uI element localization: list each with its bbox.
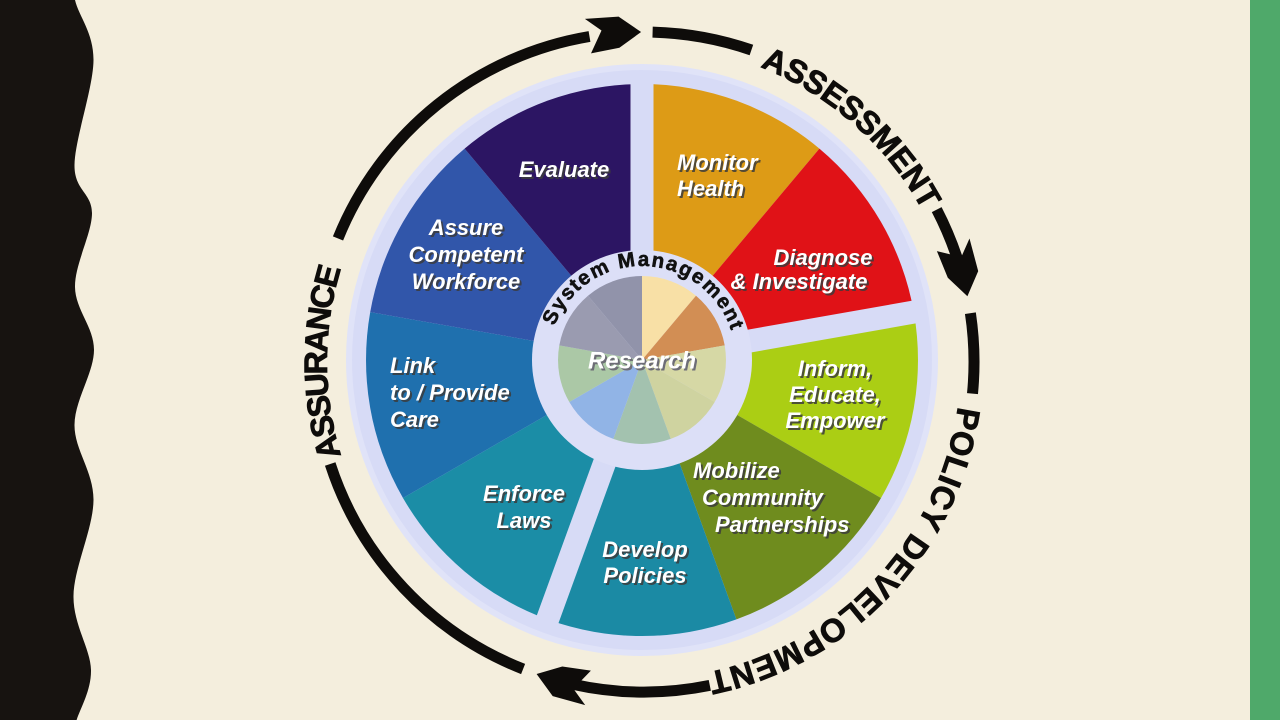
- svg-text:Enforce: Enforce: [483, 481, 565, 506]
- svg-text:Monitor: Monitor: [679, 152, 761, 177]
- svg-text:R: R: [298, 351, 334, 375]
- svg-text:Monitor: Monitor: [677, 150, 759, 175]
- svg-text:Research: Research: [590, 350, 698, 377]
- svg-text:Competent: Competent: [409, 242, 526, 267]
- svg-text:U: U: [298, 372, 336, 398]
- svg-text:to / Provide: to / Provide: [390, 380, 510, 405]
- svg-text:Health: Health: [679, 178, 746, 203]
- svg-text:Care: Care: [392, 409, 441, 434]
- svg-text:Laws: Laws: [498, 510, 553, 535]
- svg-text:Diagnose: Diagnose: [773, 245, 872, 270]
- svg-text:Workforce: Workforce: [414, 271, 522, 296]
- svg-text:Care: Care: [390, 407, 439, 432]
- svg-text:to / Provide: to / Provide: [392, 382, 512, 407]
- svg-text:N: N: [300, 305, 339, 333]
- svg-text:Community: Community: [702, 485, 825, 510]
- svg-text:Inform,: Inform,: [800, 358, 875, 383]
- svg-text:Assure: Assure: [428, 215, 504, 240]
- svg-text:Diagnose: Diagnose: [775, 247, 874, 272]
- svg-text:Link: Link: [392, 355, 439, 380]
- svg-text:Workforce: Workforce: [412, 269, 520, 294]
- svg-text:Empower: Empower: [785, 408, 885, 433]
- svg-text:Mobilize: Mobilize: [693, 458, 780, 483]
- svg-text:Link: Link: [390, 353, 437, 378]
- svg-text:Develop: Develop: [604, 539, 690, 564]
- svg-text:M: M: [616, 248, 636, 273]
- svg-text:Evaluate: Evaluate: [521, 159, 612, 184]
- svg-text:A: A: [298, 328, 335, 354]
- svg-text:& Investigate: & Investigate: [731, 269, 868, 294]
- svg-text:Educate,: Educate,: [791, 384, 883, 409]
- svg-text:Assure: Assure: [430, 217, 506, 242]
- svg-text:Competent: Competent: [411, 244, 528, 269]
- svg-text:Mobilize: Mobilize: [695, 460, 782, 485]
- svg-text:S: S: [300, 393, 339, 419]
- svg-text:n: n: [650, 248, 666, 273]
- svg-text:Educate,: Educate,: [789, 382, 881, 407]
- svg-text:a: a: [638, 248, 650, 271]
- svg-text:Health: Health: [677, 176, 744, 201]
- svg-text:Policies: Policies: [605, 565, 688, 590]
- svg-text:Inform,: Inform,: [798, 356, 873, 381]
- svg-text:Research: Research: [588, 348, 696, 375]
- svg-text:Enforce: Enforce: [485, 483, 567, 508]
- svg-text:Policies: Policies: [603, 563, 686, 588]
- svg-text:Develop: Develop: [602, 537, 688, 562]
- svg-text:Partnerships: Partnerships: [717, 514, 852, 539]
- svg-text:& Investigate: & Investigate: [733, 271, 870, 296]
- svg-text:Partnerships: Partnerships: [715, 512, 850, 537]
- svg-text:Empower: Empower: [787, 410, 887, 435]
- svg-text:Community: Community: [704, 487, 827, 512]
- svg-text:Evaluate: Evaluate: [519, 157, 610, 182]
- svg-text:Laws: Laws: [496, 508, 551, 533]
